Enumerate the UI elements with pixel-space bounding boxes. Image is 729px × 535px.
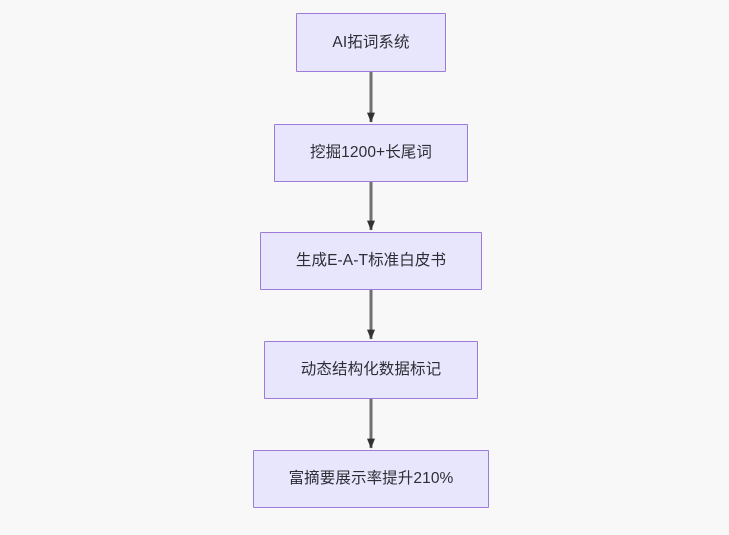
flow-node-ai-keyword-system[interactable]: AI拓词系统 <box>296 13 446 72</box>
flow-node-rich-snippet-rate-increase[interactable]: 富摘要展示率提升210% <box>253 450 489 508</box>
flow-node-label: 挖掘1200+长尾词 <box>309 144 433 162</box>
flow-node-label: 富摘要展示率提升210% <box>288 470 454 488</box>
flow-node-generate-eat-whitepaper[interactable]: 生成E-A-T标准白皮书 <box>260 232 482 290</box>
flow-node-label: 动态结构化数据标记 <box>300 361 442 379</box>
flow-node-label: AI拓词系统 <box>332 33 410 51</box>
flow-node-dynamic-structured-data-markup[interactable]: 动态结构化数据标记 <box>264 341 478 399</box>
flow-node-mine-longtail-keywords[interactable]: 挖掘1200+长尾词 <box>274 124 468 182</box>
flow-node-label: 生成E-A-T标准白皮书 <box>295 252 447 270</box>
